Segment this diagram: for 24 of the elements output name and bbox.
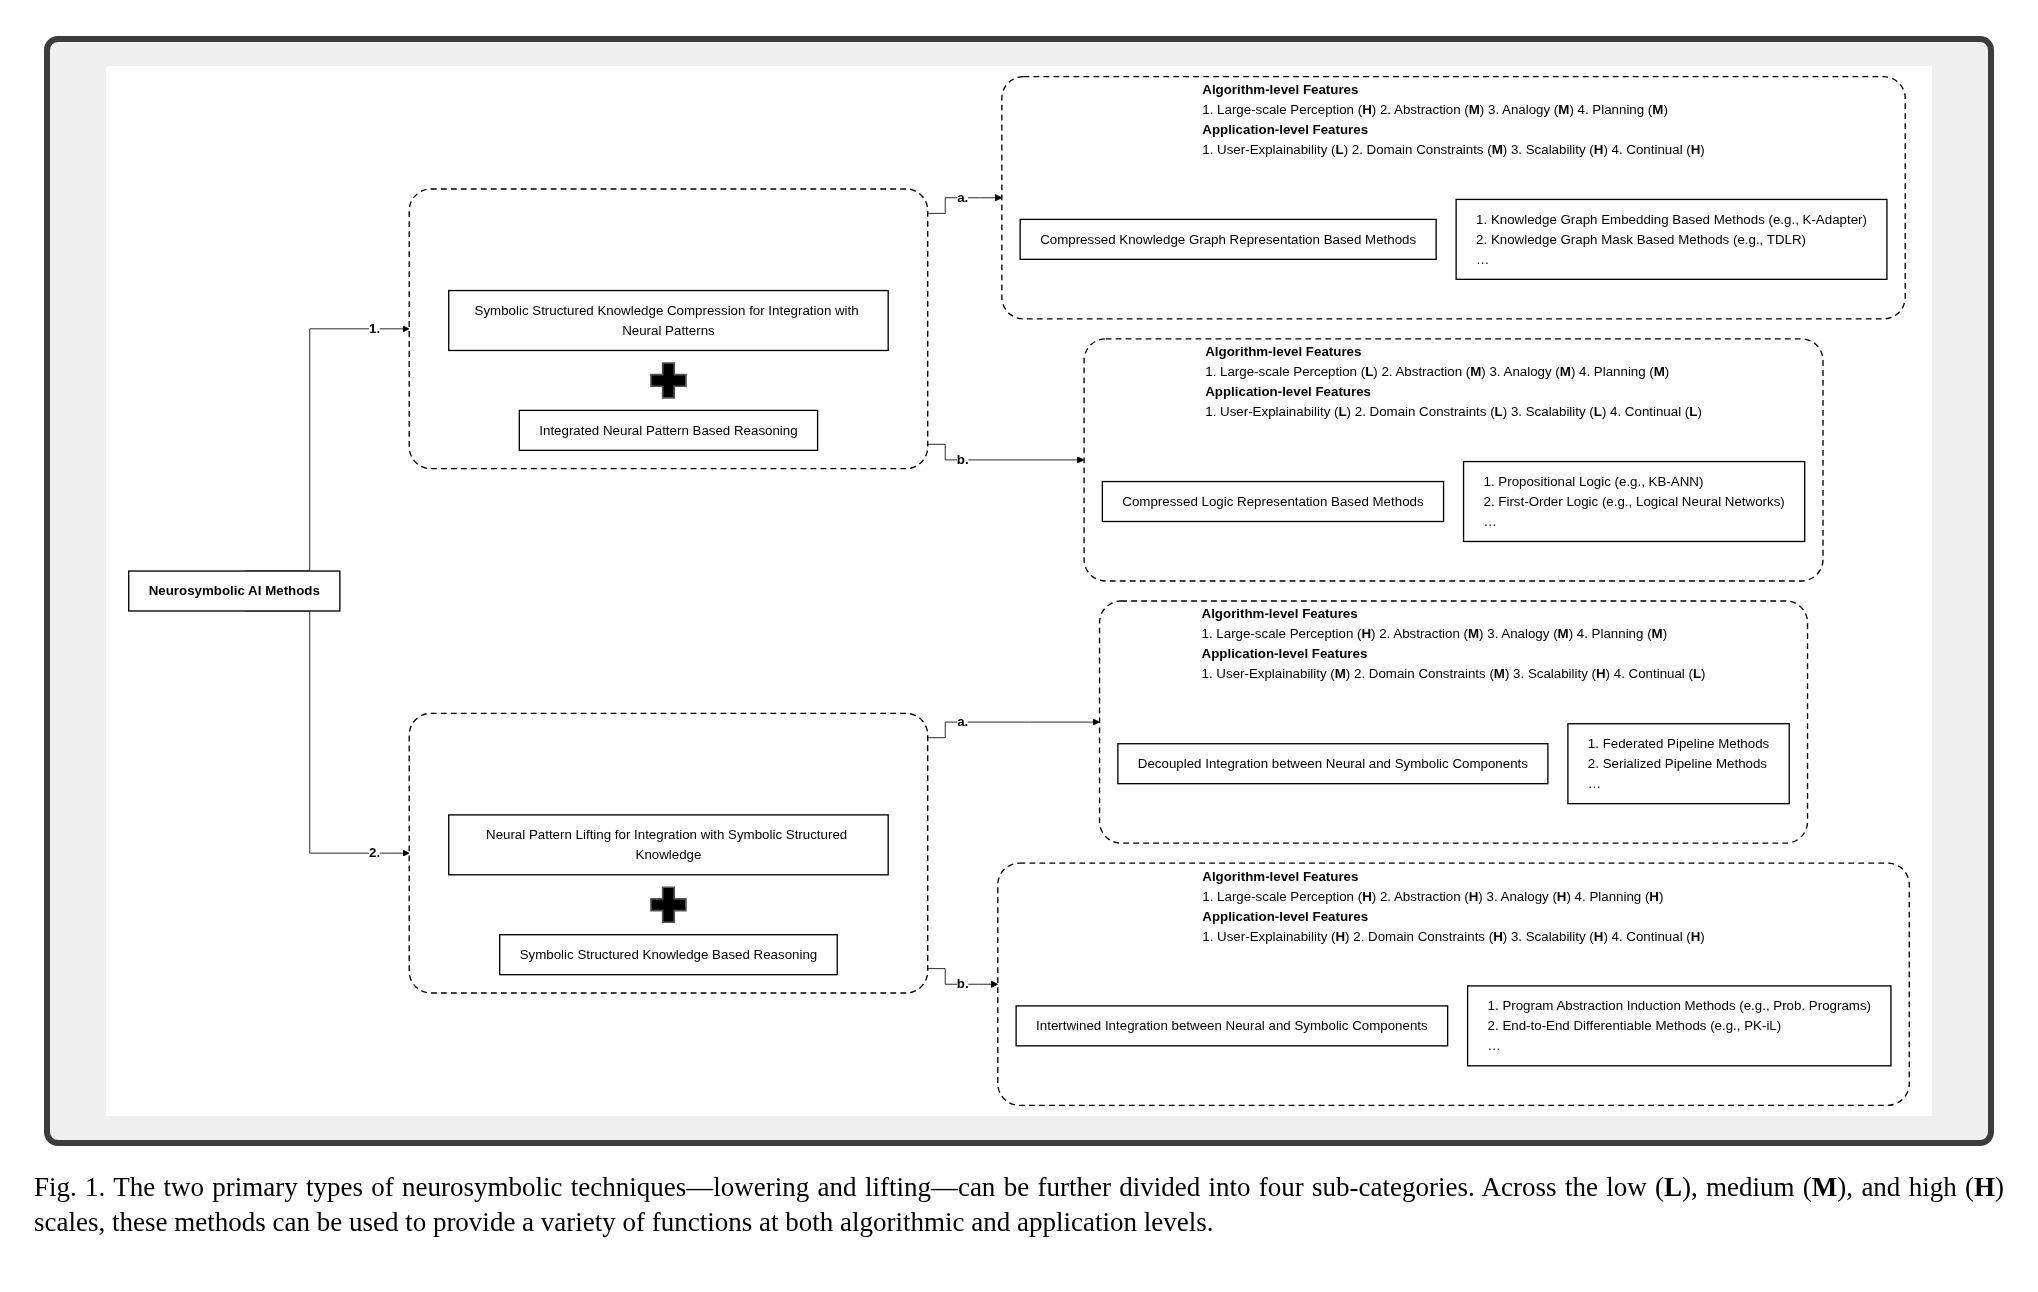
node-box: 1. Knowledge Graph Embedding Based Methods (e.g., K-Adapter) 2. Knowledge Graph Mask Based Methods (e.g., TDLR) … (1455, 198, 1888, 280)
node-box: Compressed Logic Representation Based Methods (1101, 480, 1445, 523)
plus-icon (650, 886, 687, 924)
node-box: 1. Program Abstraction Induction Methods (e.g., Prob. Programs) 2. End-to-End Differentiable Methods (e.g., PK-iL) … (1466, 985, 1892, 1067)
figure-caption: Fig. 1. The two primary types of neurosymbolic techniques—lowering and lifting—can be further divided into four sub-categories. Across the low (L), medium (M), and high (H) scales, these methods can be used to provide a variety of functions at both algorithmic and application levels. (34, 1171, 2004, 1240)
node-box: Neurosymbolic AI Methods (128, 570, 341, 612)
node-box: Integrated Neural Pattern Based Reasoning (518, 409, 819, 451)
plus-icon (650, 362, 687, 399)
node-box: Decoupled Integration between Neural and Symbolic Components (1117, 743, 1549, 785)
edge-label: 1. (368, 321, 381, 336)
edge-label: 2. (368, 845, 381, 860)
node-box: Intertwined Integration between Neural and Symbolic Components (1015, 1005, 1449, 1047)
node-box: Neural Pattern Lifting for Integration with Symbolic Structured Knowledge (448, 814, 889, 876)
node-box: 1. Propositional Logic (e.g., KB-ANN) 2. First-Order Logic (e.g., Logical Neural Networks) … (1462, 460, 1806, 543)
cluster (408, 188, 929, 470)
edge-label: a. (957, 714, 969, 729)
node-box: 1. Federated Pipeline Methods 2. Serialized Pipeline Methods … (1567, 723, 1790, 805)
edge-label: a. (957, 190, 969, 205)
cluster (408, 712, 929, 994)
edge-label: b. (956, 452, 969, 467)
node-box: Symbolic Structured Knowledge Based Reasoning (499, 934, 838, 976)
edge-label: b. (956, 976, 969, 991)
node-box: Symbolic Structured Knowledge Compression for Integration with Neural Patterns (448, 289, 889, 352)
node-box: Compressed Knowledge Graph Representation Based Methods (1019, 218, 1437, 260)
